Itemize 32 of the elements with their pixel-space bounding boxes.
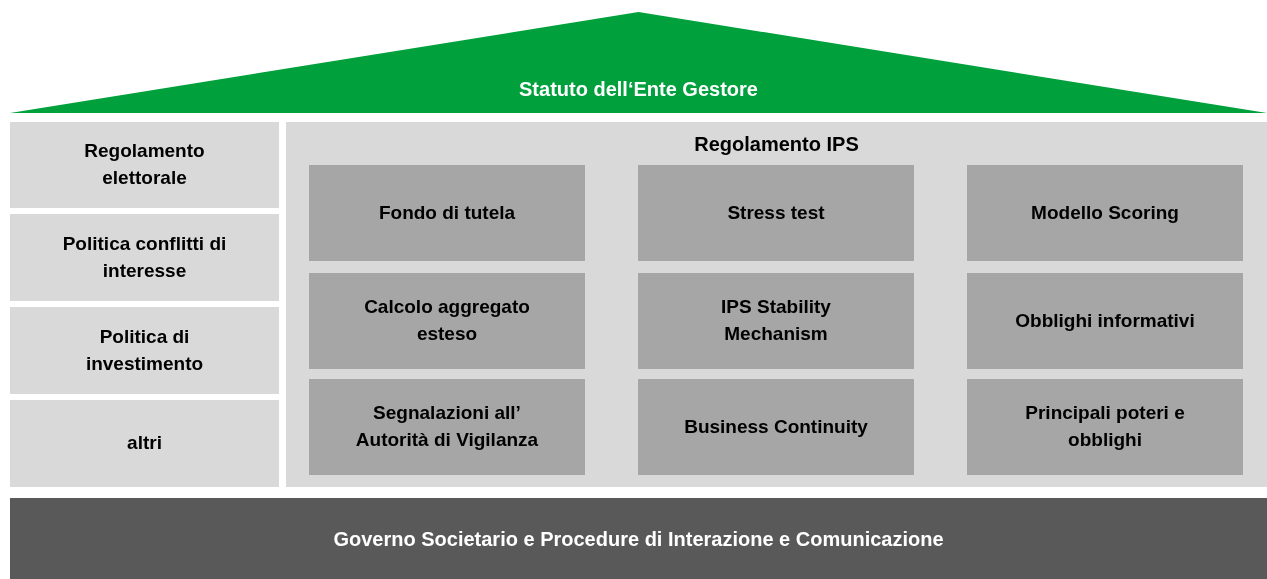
- foundation-label: Governo Societario e Procedure di Interazione e Comunicazione: [333, 526, 944, 552]
- box-label: Modello Scoring: [1031, 200, 1179, 225]
- panel-heading: Regolamento IPS: [694, 132, 859, 157]
- box-label: Principali poteri e obblighi: [1024, 401, 1186, 452]
- roof-shape: [10, 12, 1267, 113]
- document-box: [10, 307, 279, 394]
- document-box: [967, 273, 1243, 369]
- foundation-bar: [10, 498, 1267, 579]
- document-box: [638, 273, 914, 369]
- box-label: Business Continuity: [684, 414, 868, 439]
- box-label: Fondo di tutela: [378, 200, 516, 225]
- box-label: Obblighi informativi: [1015, 308, 1195, 333]
- document-box: [10, 122, 279, 208]
- document-box: [10, 214, 279, 301]
- document-box: [10, 400, 279, 487]
- document-box: [638, 379, 914, 475]
- box-label: Stress test: [727, 200, 825, 225]
- document-box: [638, 165, 914, 261]
- document-box: [309, 273, 585, 369]
- document-box: [967, 165, 1243, 261]
- roof-title: Statuto dell‘Ente Gestore: [519, 77, 758, 102]
- box-label: Regolamento elettorale: [83, 139, 206, 190]
- box-label: IPS Stability Mechanism: [720, 295, 832, 346]
- section-panel: [286, 122, 1267, 487]
- box-label: Politica di investimento: [84, 324, 205, 376]
- box-label: altri: [127, 431, 162, 456]
- document-box: [309, 379, 585, 475]
- document-box: [309, 165, 585, 261]
- document-box: [967, 379, 1243, 475]
- box-label: Segnalazioni all’ Autorità di Vigilanza: [354, 401, 540, 452]
- box-label: Calcolo aggregato esteso: [363, 295, 531, 346]
- box-label: Politica conflitti di interesse: [61, 231, 228, 283]
